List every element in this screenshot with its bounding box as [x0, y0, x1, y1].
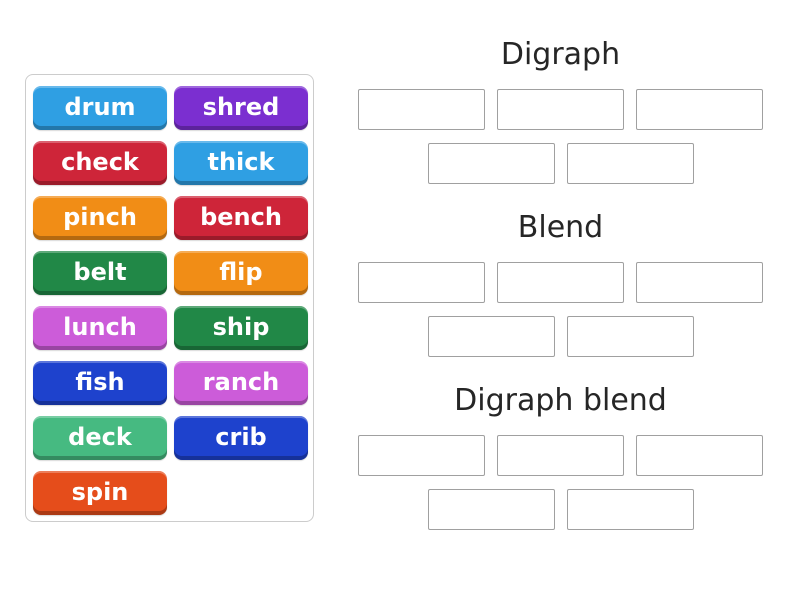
- group-title-digraph: Digraph: [500, 37, 621, 72]
- word-tile-ranch[interactable]: ranch: [174, 361, 308, 405]
- word-tile-flip[interactable]: flip: [174, 251, 308, 295]
- digraph-blend-slot-row-2: [350, 489, 771, 530]
- digraph-slot-row-2: [350, 143, 771, 184]
- drop-slot[interactable]: [566, 489, 694, 530]
- drop-slot[interactable]: [427, 489, 555, 530]
- word-tile-bench[interactable]: bench: [174, 196, 308, 240]
- word-tile-spin[interactable]: spin: [33, 471, 167, 515]
- word-tile-check[interactable]: check: [33, 141, 167, 185]
- digraph-blend-slot-row-1: [350, 435, 771, 476]
- drop-slot[interactable]: [427, 316, 555, 357]
- digraph-slot-row-1: [350, 89, 771, 130]
- drop-slot[interactable]: [636, 435, 763, 476]
- word-tile-fish[interactable]: fish: [33, 361, 167, 405]
- drop-slot[interactable]: [497, 435, 624, 476]
- drop-slot[interactable]: [358, 262, 485, 303]
- drop-slot[interactable]: [566, 316, 694, 357]
- word-tile-belt[interactable]: belt: [33, 251, 167, 295]
- blend-slot-row-1: [350, 262, 771, 303]
- drop-slot[interactable]: [497, 89, 624, 130]
- group-digraph-blend: Digraph blend: [350, 382, 771, 530]
- word-tile-crib[interactable]: crib: [174, 416, 308, 460]
- word-tile-lunch[interactable]: lunch: [33, 306, 167, 350]
- word-tile-deck[interactable]: deck: [33, 416, 167, 460]
- drop-slot[interactable]: [566, 143, 694, 184]
- drop-slot[interactable]: [636, 89, 763, 130]
- word-tile-ship[interactable]: ship: [174, 306, 308, 350]
- group-title-digraph-blend: Digraph blend: [454, 383, 667, 418]
- drop-slot[interactable]: [358, 435, 485, 476]
- drop-slot[interactable]: [497, 262, 624, 303]
- group-title-blend: Blend: [517, 210, 604, 245]
- group-digraph: Digraph: [350, 36, 771, 184]
- word-tile-pinch[interactable]: pinch: [33, 196, 167, 240]
- word-tile-thick[interactable]: thick: [174, 141, 308, 185]
- group-blend: Blend: [350, 209, 771, 357]
- blend-slot-row-2: [350, 316, 771, 357]
- word-tile-shred[interactable]: shred: [174, 86, 308, 130]
- word-tile-drum[interactable]: drum: [33, 86, 167, 130]
- drop-slot[interactable]: [427, 143, 555, 184]
- sort-groups: Digraph Blend Digraph blend: [350, 36, 771, 555]
- drop-slot[interactable]: [358, 89, 485, 130]
- drop-slot[interactable]: [636, 262, 763, 303]
- word-bank-panel: drum shred check thick pinch bench belt …: [25, 74, 314, 522]
